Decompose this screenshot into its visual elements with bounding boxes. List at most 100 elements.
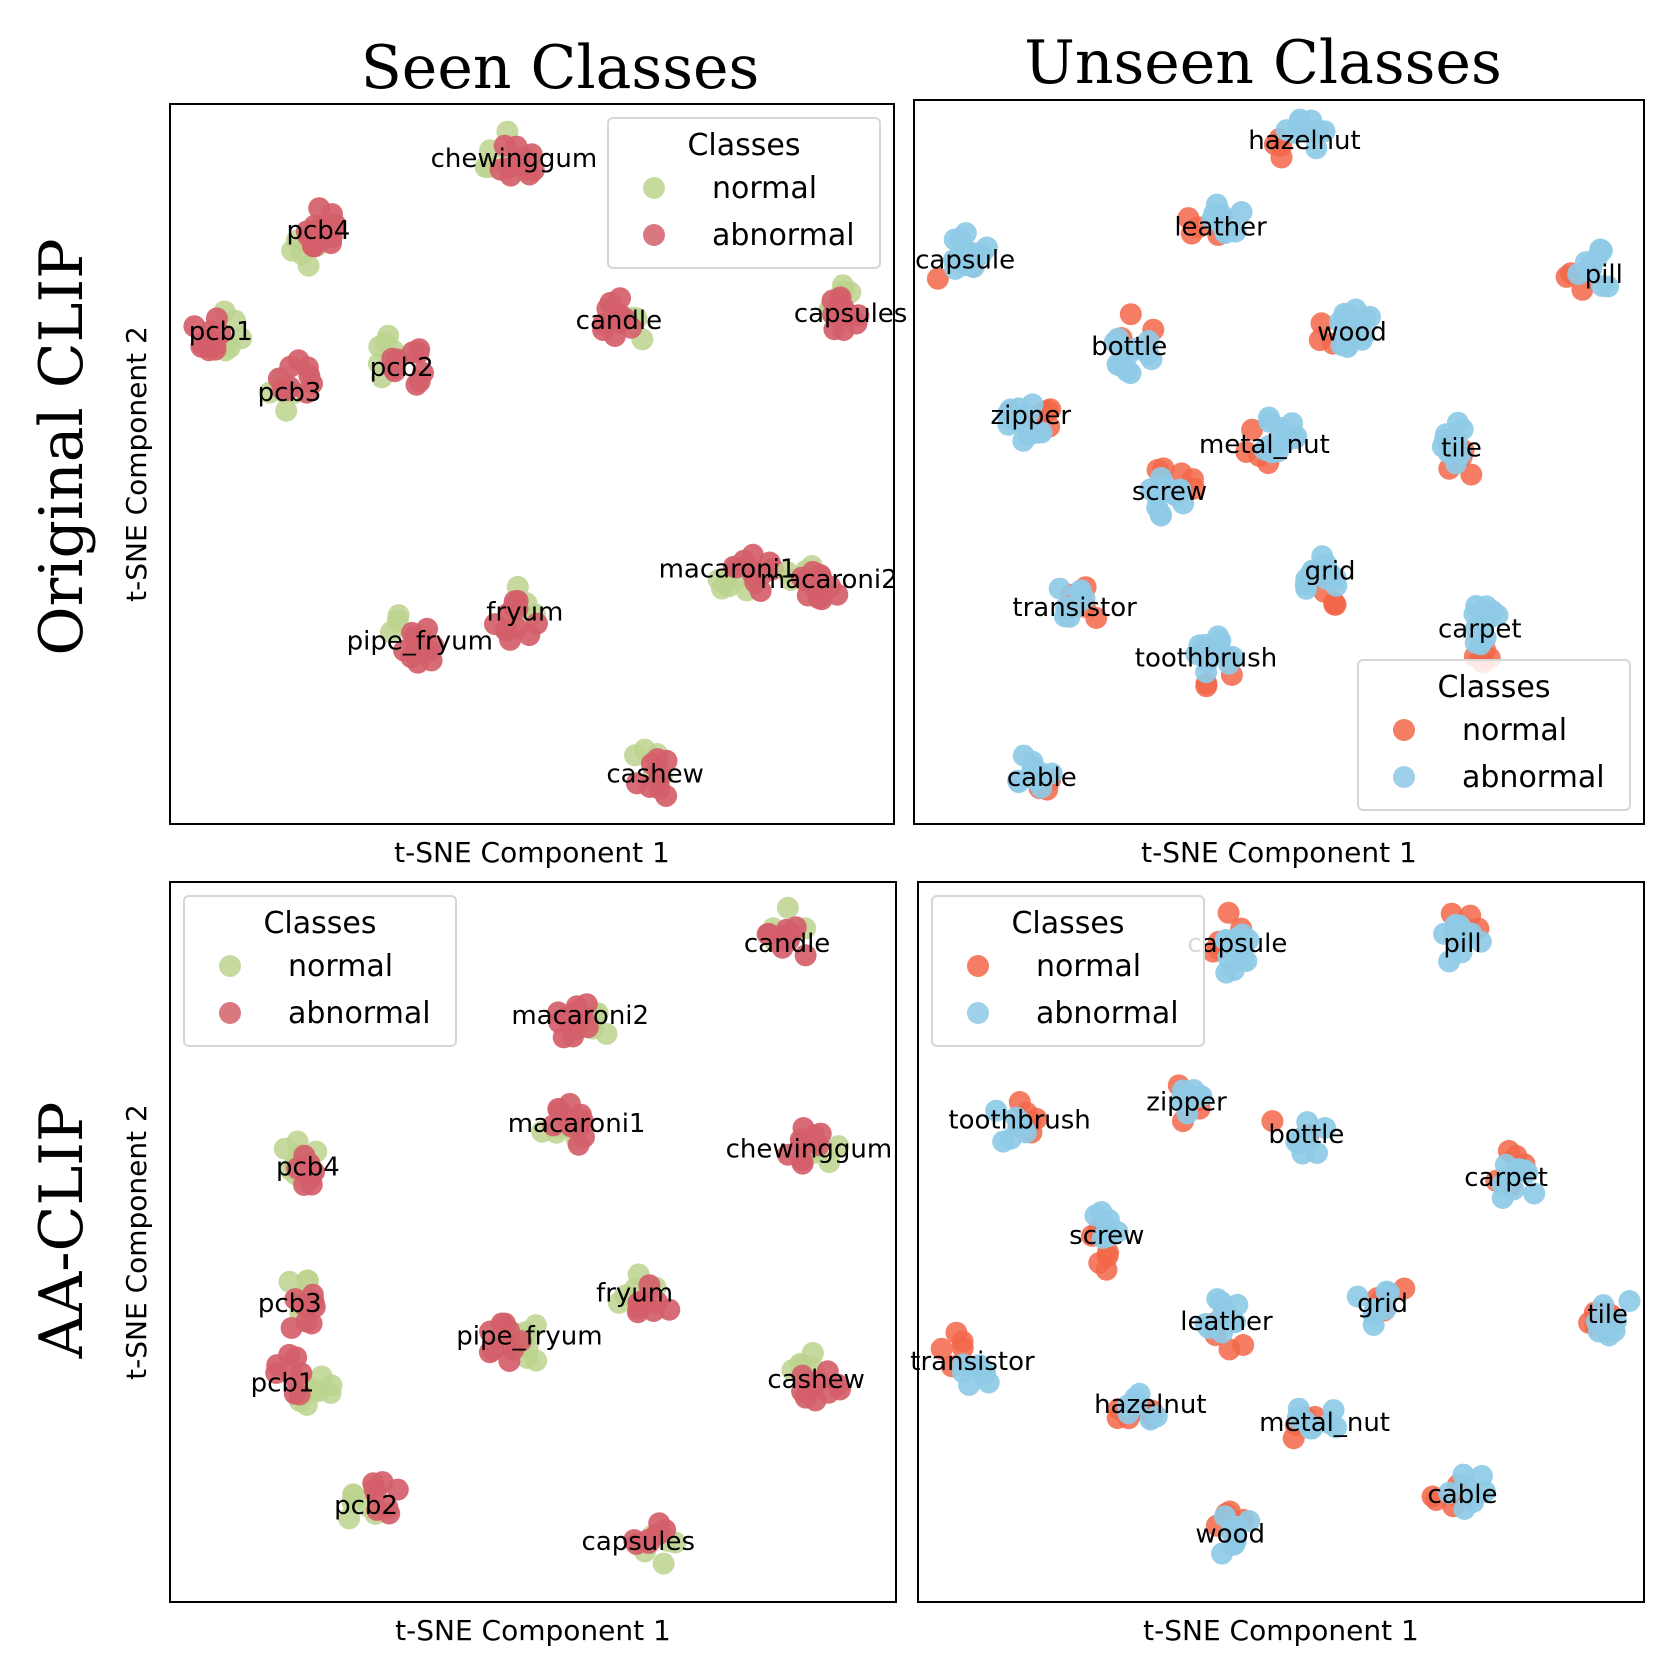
scatter-point-abnormal bbox=[281, 1364, 304, 1387]
scatter-point-abnormal bbox=[777, 1143, 799, 1166]
scatter-point-normal bbox=[524, 1314, 547, 1337]
row-title-original-clip: Original CLIP bbox=[27, 238, 97, 655]
scatter-point-normal bbox=[1460, 463, 1483, 486]
scatter-point-abnormal bbox=[822, 303, 845, 326]
scatter-point-abnormal bbox=[1203, 202, 1226, 225]
scatter-point-abnormal bbox=[1258, 406, 1280, 429]
scatter-point-abnormal bbox=[1445, 452, 1467, 475]
cluster-label: cashew bbox=[767, 1365, 865, 1395]
y-axis-label: t-SNE Component 2 bbox=[120, 326, 153, 602]
cluster-label: pcb1 bbox=[251, 1368, 315, 1398]
cluster-label: macaroni2 bbox=[511, 1001, 649, 1031]
cluster-label: chewinggum bbox=[431, 144, 598, 174]
scatter-point-abnormal bbox=[1109, 353, 1132, 376]
scatter-point-abnormal bbox=[1591, 275, 1614, 297]
cluster-label: bottle bbox=[1091, 332, 1167, 362]
column-title-unseen: Unseen Classes bbox=[1024, 28, 1501, 98]
scatter-point-abnormal bbox=[1294, 573, 1317, 596]
legend-marker-abnormal bbox=[643, 224, 665, 246]
scatter-point-abnormal bbox=[1354, 306, 1377, 329]
cluster-label: pcb3 bbox=[258, 1289, 322, 1319]
scatter-point-abnormal bbox=[502, 1338, 524, 1361]
scatter-point-abnormal bbox=[741, 543, 764, 566]
cluster-label: pcb4 bbox=[276, 1152, 340, 1182]
scatter-point-abnormal bbox=[1299, 1417, 1322, 1440]
scatter-point-abnormal bbox=[576, 1016, 599, 1039]
cluster-label: leather bbox=[1180, 1307, 1273, 1337]
scatter-point-abnormal bbox=[1217, 946, 1240, 969]
scatter-point-abnormal bbox=[1214, 1505, 1236, 1528]
scatter-point-abnormal bbox=[970, 243, 993, 266]
scatter-point-normal bbox=[1096, 1245, 1119, 1268]
column-title-seen: Seen Classes bbox=[361, 33, 760, 103]
cluster-label: carpet bbox=[1464, 1163, 1548, 1193]
scatter-point-normal bbox=[1119, 303, 1142, 326]
scatter-point-abnormal bbox=[614, 308, 637, 331]
scatter-point-abnormal bbox=[408, 370, 431, 393]
scatter-point-abnormal bbox=[481, 1339, 504, 1361]
cluster-label: fryum bbox=[596, 1278, 673, 1308]
scatter-point-abnormal bbox=[742, 563, 765, 586]
legend-marker-normal bbox=[967, 955, 989, 977]
scatter-point-abnormal bbox=[952, 1353, 975, 1376]
legend-entry-normal: normal bbox=[1036, 949, 1141, 984]
scatter-point-abnormal bbox=[1253, 438, 1276, 461]
x-axis-label: t-SNE Component 1 bbox=[1143, 1614, 1419, 1647]
scatter-point-abnormal bbox=[1188, 1085, 1211, 1108]
cluster-label: pcb1 bbox=[189, 317, 253, 347]
scatter-point-abnormal bbox=[300, 1173, 323, 1196]
cluster-label: metal_nut bbox=[1259, 1408, 1390, 1438]
cluster-label: grid bbox=[1305, 557, 1356, 587]
legend-title: Classes bbox=[1011, 906, 1124, 941]
scatter-point-abnormal bbox=[1123, 1392, 1146, 1415]
cluster-label: zipper bbox=[991, 401, 1072, 431]
scatter-point-abnormal bbox=[816, 1360, 839, 1383]
scatter-point-normal bbox=[275, 399, 298, 422]
cluster-label: transistor bbox=[910, 1347, 1035, 1377]
row-title-aa-clip: AA-CLIP bbox=[27, 1102, 97, 1360]
scatter-point-abnormal bbox=[625, 772, 648, 795]
scatter-point-abnormal bbox=[497, 157, 520, 180]
cluster-label: metal_nut bbox=[1199, 430, 1330, 460]
scatter-point-abnormal bbox=[780, 922, 803, 945]
scatter-point-abnormal bbox=[829, 286, 852, 309]
scatter-point-abnormal bbox=[1224, 1529, 1247, 1552]
scatter-point-abnormal bbox=[1060, 596, 1082, 619]
scatter-point-abnormal bbox=[794, 1386, 817, 1409]
scatter-point-abnormal bbox=[1586, 1310, 1608, 1333]
scatter-point-abnormal bbox=[1214, 221, 1237, 244]
legend-marker-abnormal bbox=[967, 1002, 989, 1024]
cluster-label: pcb4 bbox=[286, 216, 350, 246]
scatter-point-abnormal bbox=[1346, 1285, 1369, 1308]
scatter-point-abnormal bbox=[1523, 1182, 1546, 1205]
legend-title: Classes bbox=[1437, 670, 1550, 705]
scatter-point-normal bbox=[319, 1382, 342, 1404]
cluster-label: screw bbox=[1069, 1221, 1144, 1251]
scatter-point-normal bbox=[1324, 593, 1347, 616]
scatter-point-abnormal bbox=[627, 1291, 650, 1314]
scatter-point-normal bbox=[926, 267, 949, 290]
scatter-point-abnormal bbox=[1589, 238, 1612, 261]
scatter-point-normal bbox=[607, 1291, 630, 1314]
cluster-label: chewinggum bbox=[726, 1134, 893, 1164]
cluster-label: pipe_fryum bbox=[347, 626, 493, 656]
cluster-label: capsules bbox=[794, 299, 908, 329]
scatter-point-abnormal bbox=[791, 1364, 814, 1387]
scatter-point-abnormal bbox=[592, 319, 615, 341]
scatter-point-abnormal bbox=[1305, 137, 1328, 160]
scatter-point-normal bbox=[1180, 222, 1203, 245]
scatter-point-abnormal bbox=[973, 1362, 996, 1385]
scatter-point-abnormal bbox=[1605, 1310, 1627, 1332]
legend-marker-abnormal bbox=[1393, 766, 1415, 788]
scatter-point-normal bbox=[624, 744, 646, 767]
scatter-point-abnormal bbox=[756, 923, 779, 946]
scatter-point-abnormal bbox=[401, 621, 423, 644]
scatter-point-abnormal bbox=[758, 551, 781, 574]
scatter-point-abnormal bbox=[789, 1128, 812, 1151]
scatter-point-abnormal bbox=[654, 1518, 677, 1541]
cluster-label: wood bbox=[1195, 1520, 1265, 1550]
scatter-point-abnormal bbox=[1010, 1114, 1033, 1137]
scatter-point-abnormal bbox=[1325, 1416, 1348, 1439]
cluster-label: tile bbox=[1441, 434, 1482, 464]
